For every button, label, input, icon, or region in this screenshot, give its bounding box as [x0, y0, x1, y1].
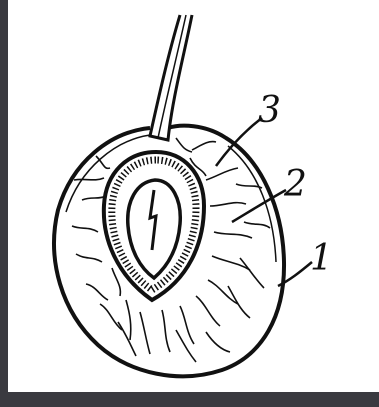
label-exocarp: 1 [310, 238, 333, 279]
label-endocarp: 3 [258, 90, 281, 131]
leader-line-3 [216, 118, 262, 166]
label-mesocarp: 2 [283, 164, 307, 205]
